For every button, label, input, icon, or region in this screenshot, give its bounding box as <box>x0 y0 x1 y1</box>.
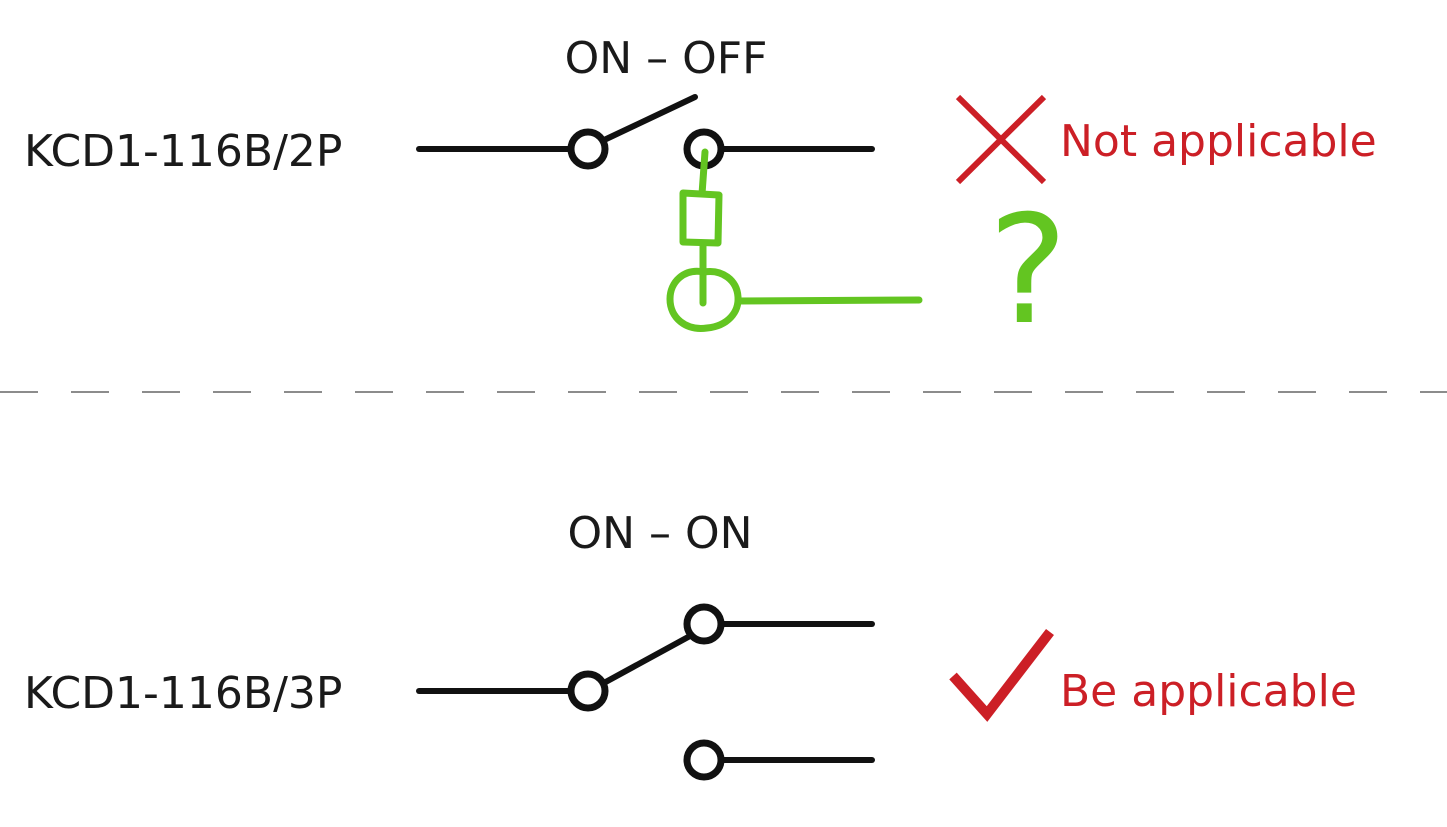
bottom-verdict-text: Be applicable <box>1060 666 1357 717</box>
handdrawn-annotation <box>666 148 923 332</box>
bottom-upper-terminal <box>683 603 725 645</box>
top-mode-label: ON – OFF <box>565 33 768 84</box>
check-icon <box>949 628 1054 722</box>
top-verdict-text: Not applicable <box>1060 116 1377 167</box>
bottom-mode-label: ON – ON <box>567 508 752 559</box>
bottom-switch-lever <box>599 633 693 687</box>
bottom-common-terminal <box>567 670 609 712</box>
annotation-question-mark: ? <box>988 184 1068 358</box>
bottom-lower-terminal <box>683 739 725 781</box>
top-section: ON – OFF KCD1-116B/2P Not applicable ? <box>24 33 1377 358</box>
top-model-label: KCD1-116B/2P <box>24 126 342 177</box>
top-common-terminal <box>567 128 609 170</box>
top-switch-lever <box>599 94 698 144</box>
cross-icon <box>955 94 1047 185</box>
bottom-model-label: KCD1-116B/3P <box>24 668 342 719</box>
bottom-section: ON – ON KCD1-116B/3P Be applicable <box>24 508 1357 781</box>
